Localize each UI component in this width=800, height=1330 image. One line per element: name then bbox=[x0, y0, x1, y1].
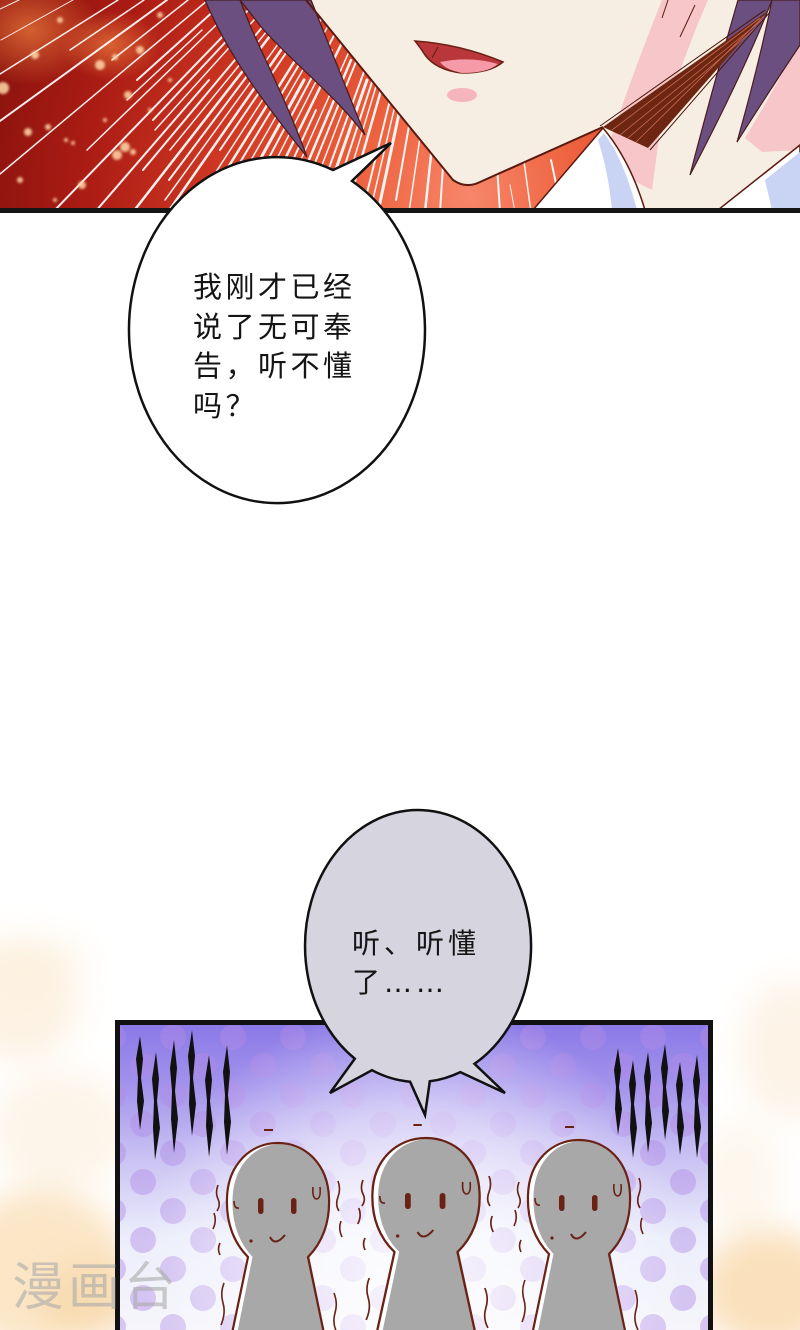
smile bbox=[269, 1234, 286, 1243]
smile bbox=[416, 1229, 435, 1238]
speech-bubble-2 bbox=[303, 808, 533, 1120]
eye-left bbox=[258, 1198, 264, 1214]
bokeh-sparkles bbox=[0, 12, 172, 202]
tongue bbox=[440, 59, 498, 73]
hair-strand-left bbox=[204, 0, 308, 158]
blush bbox=[447, 88, 477, 102]
cheek-sweat-icon bbox=[534, 1197, 541, 1206]
jaw-outline bbox=[305, 0, 604, 186]
dialogue-line: 我刚才已经 bbox=[193, 270, 356, 304]
fine-hair-lines bbox=[661, 0, 696, 38]
trembling-lines bbox=[356, 1175, 494, 1329]
collar-shade-right bbox=[765, 152, 800, 210]
gloom-lines-left bbox=[136, 1030, 231, 1160]
hair-tuft bbox=[599, 9, 771, 151]
speech-bubble-1-text: 我刚才已经 说了无可奉 告，听不懂 吗？ bbox=[193, 268, 356, 426]
sweat-drop-icon bbox=[613, 1183, 622, 1197]
top-panel-closeup bbox=[0, 0, 800, 210]
background-blotches bbox=[0, 935, 800, 1330]
mouth-line bbox=[431, 46, 439, 59]
gloom-lines-right bbox=[614, 1044, 701, 1158]
dialogue-line: 吗？ bbox=[193, 388, 259, 423]
bottom-panel-crowd bbox=[120, 1025, 708, 1330]
top-panel-border bbox=[0, 208, 800, 213]
hair-main bbox=[239, 0, 366, 136]
gray-figure-left bbox=[212, 1129, 343, 1330]
eye-left bbox=[405, 1193, 411, 1209]
speech-bubble-1 bbox=[127, 141, 427, 505]
neck-shadow-right bbox=[745, 40, 800, 152]
eye-right bbox=[592, 1195, 598, 1211]
watermark: 漫画台 bbox=[12, 1258, 181, 1318]
dialogue-line: 告，听不懂 bbox=[193, 349, 356, 383]
gray-figure-middle bbox=[356, 1124, 494, 1330]
hair-strand-right-b bbox=[736, 0, 800, 143]
cheek-sweat-icon bbox=[233, 1200, 240, 1209]
smile bbox=[570, 1231, 587, 1240]
trembling-lines bbox=[212, 1180, 343, 1330]
sweat-drop-icon bbox=[312, 1186, 321, 1200]
cheek-sweat-icon bbox=[378, 1195, 386, 1204]
speech-bubble-2-text: 听、听懂 了…… bbox=[352, 924, 480, 1002]
gray-figure-right bbox=[513, 1126, 644, 1330]
dialogue-line: 了…… bbox=[352, 966, 449, 999]
warm-glow bbox=[60, 10, 160, 80]
eye-left bbox=[559, 1195, 565, 1211]
dialogue-line: 说了无可奉 bbox=[193, 309, 356, 344]
sweat-drop-icon bbox=[461, 1181, 472, 1195]
collar-shade-left bbox=[598, 133, 637, 210]
eye-right bbox=[291, 1198, 297, 1214]
trembling-lines bbox=[513, 1177, 644, 1330]
eye-right bbox=[439, 1193, 446, 1209]
dialogue-line: 听、听懂 bbox=[352, 927, 481, 960]
